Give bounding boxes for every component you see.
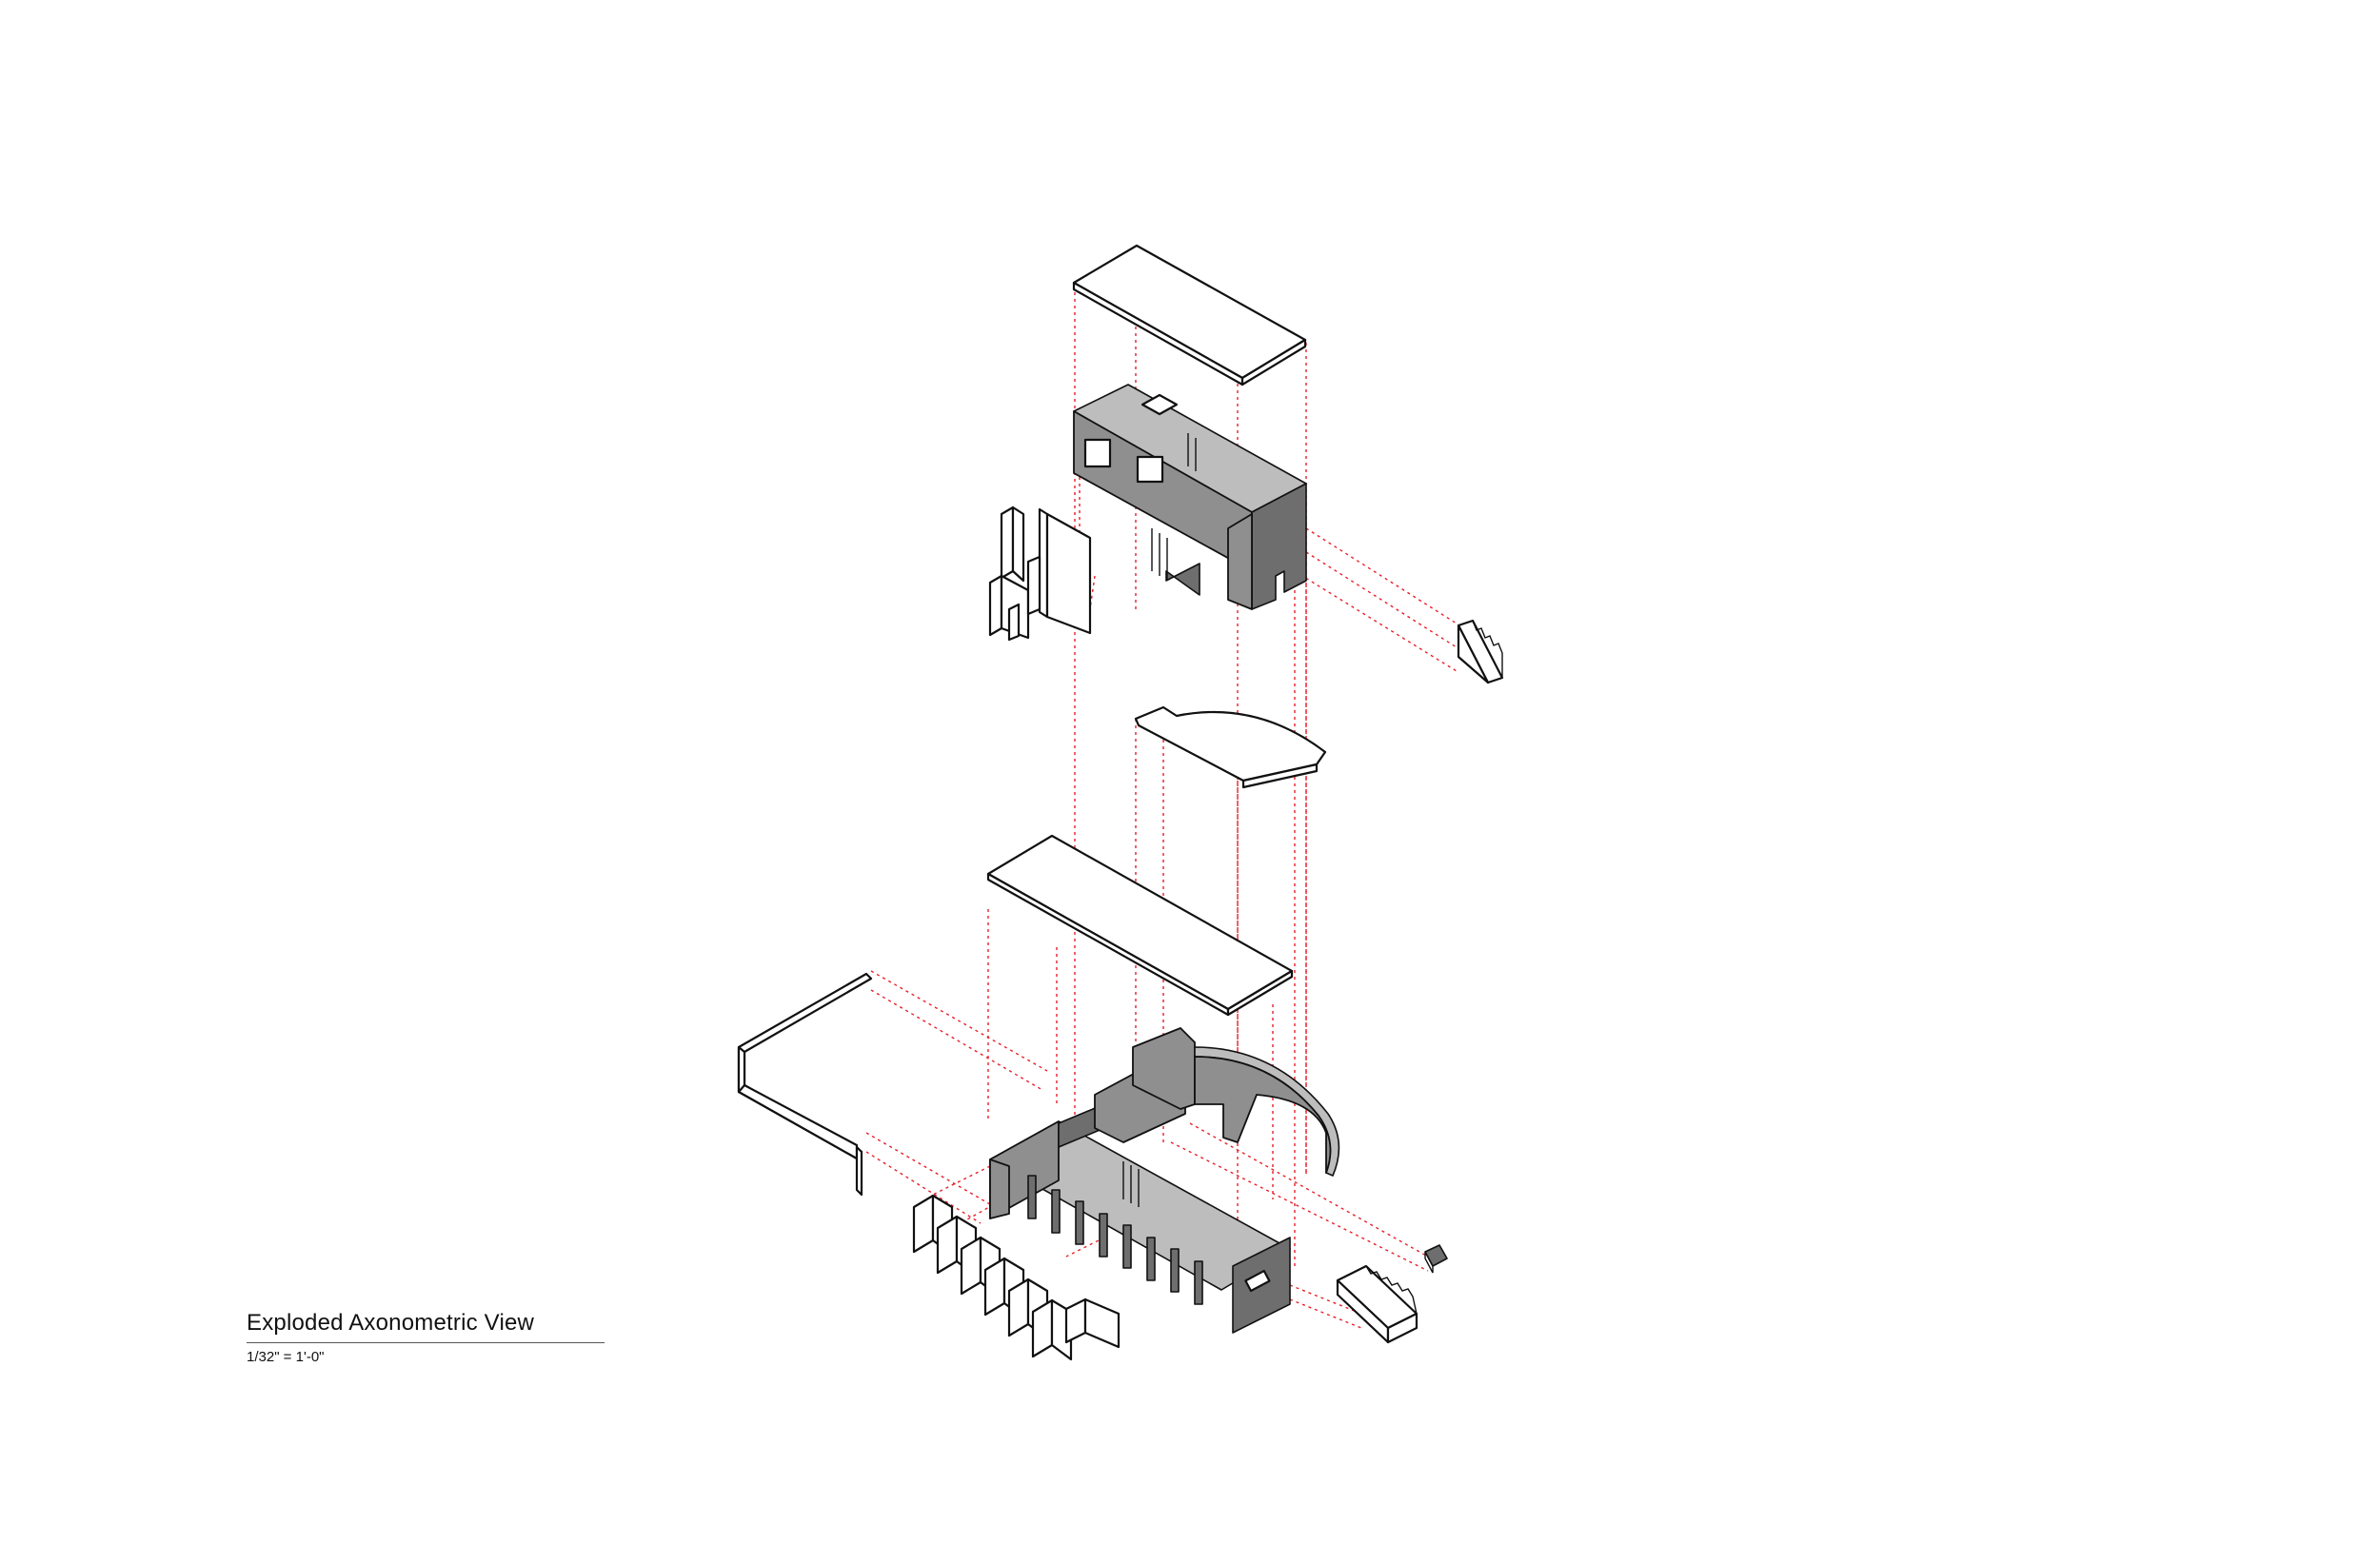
lower-partition-panels bbox=[912, 1194, 1121, 1361]
small-step-block bbox=[1424, 1244, 1448, 1274]
upper-floor-walls bbox=[1073, 384, 1307, 610]
piers bbox=[1027, 1175, 1203, 1305]
ground-slab bbox=[986, 834, 1294, 1017]
title-block: Exploded Axonometric View 1/32" = 1'-0" bbox=[247, 1310, 605, 1365]
ground-floor-walls bbox=[989, 1027, 1291, 1334]
roof-slab bbox=[1072, 244, 1307, 386]
upper-stair bbox=[1457, 619, 1504, 684]
curved-wall bbox=[1194, 1046, 1340, 1177]
drawing-scale: 1/32" = 1'-0" bbox=[247, 1349, 325, 1365]
upper-partition-panels bbox=[988, 505, 1092, 642]
l-shaped-wall bbox=[737, 972, 873, 1197]
lower-stair bbox=[1336, 1264, 1418, 1344]
curved-slab bbox=[1134, 705, 1327, 789]
drawing-title: Exploded Axonometric View bbox=[247, 1310, 605, 1343]
